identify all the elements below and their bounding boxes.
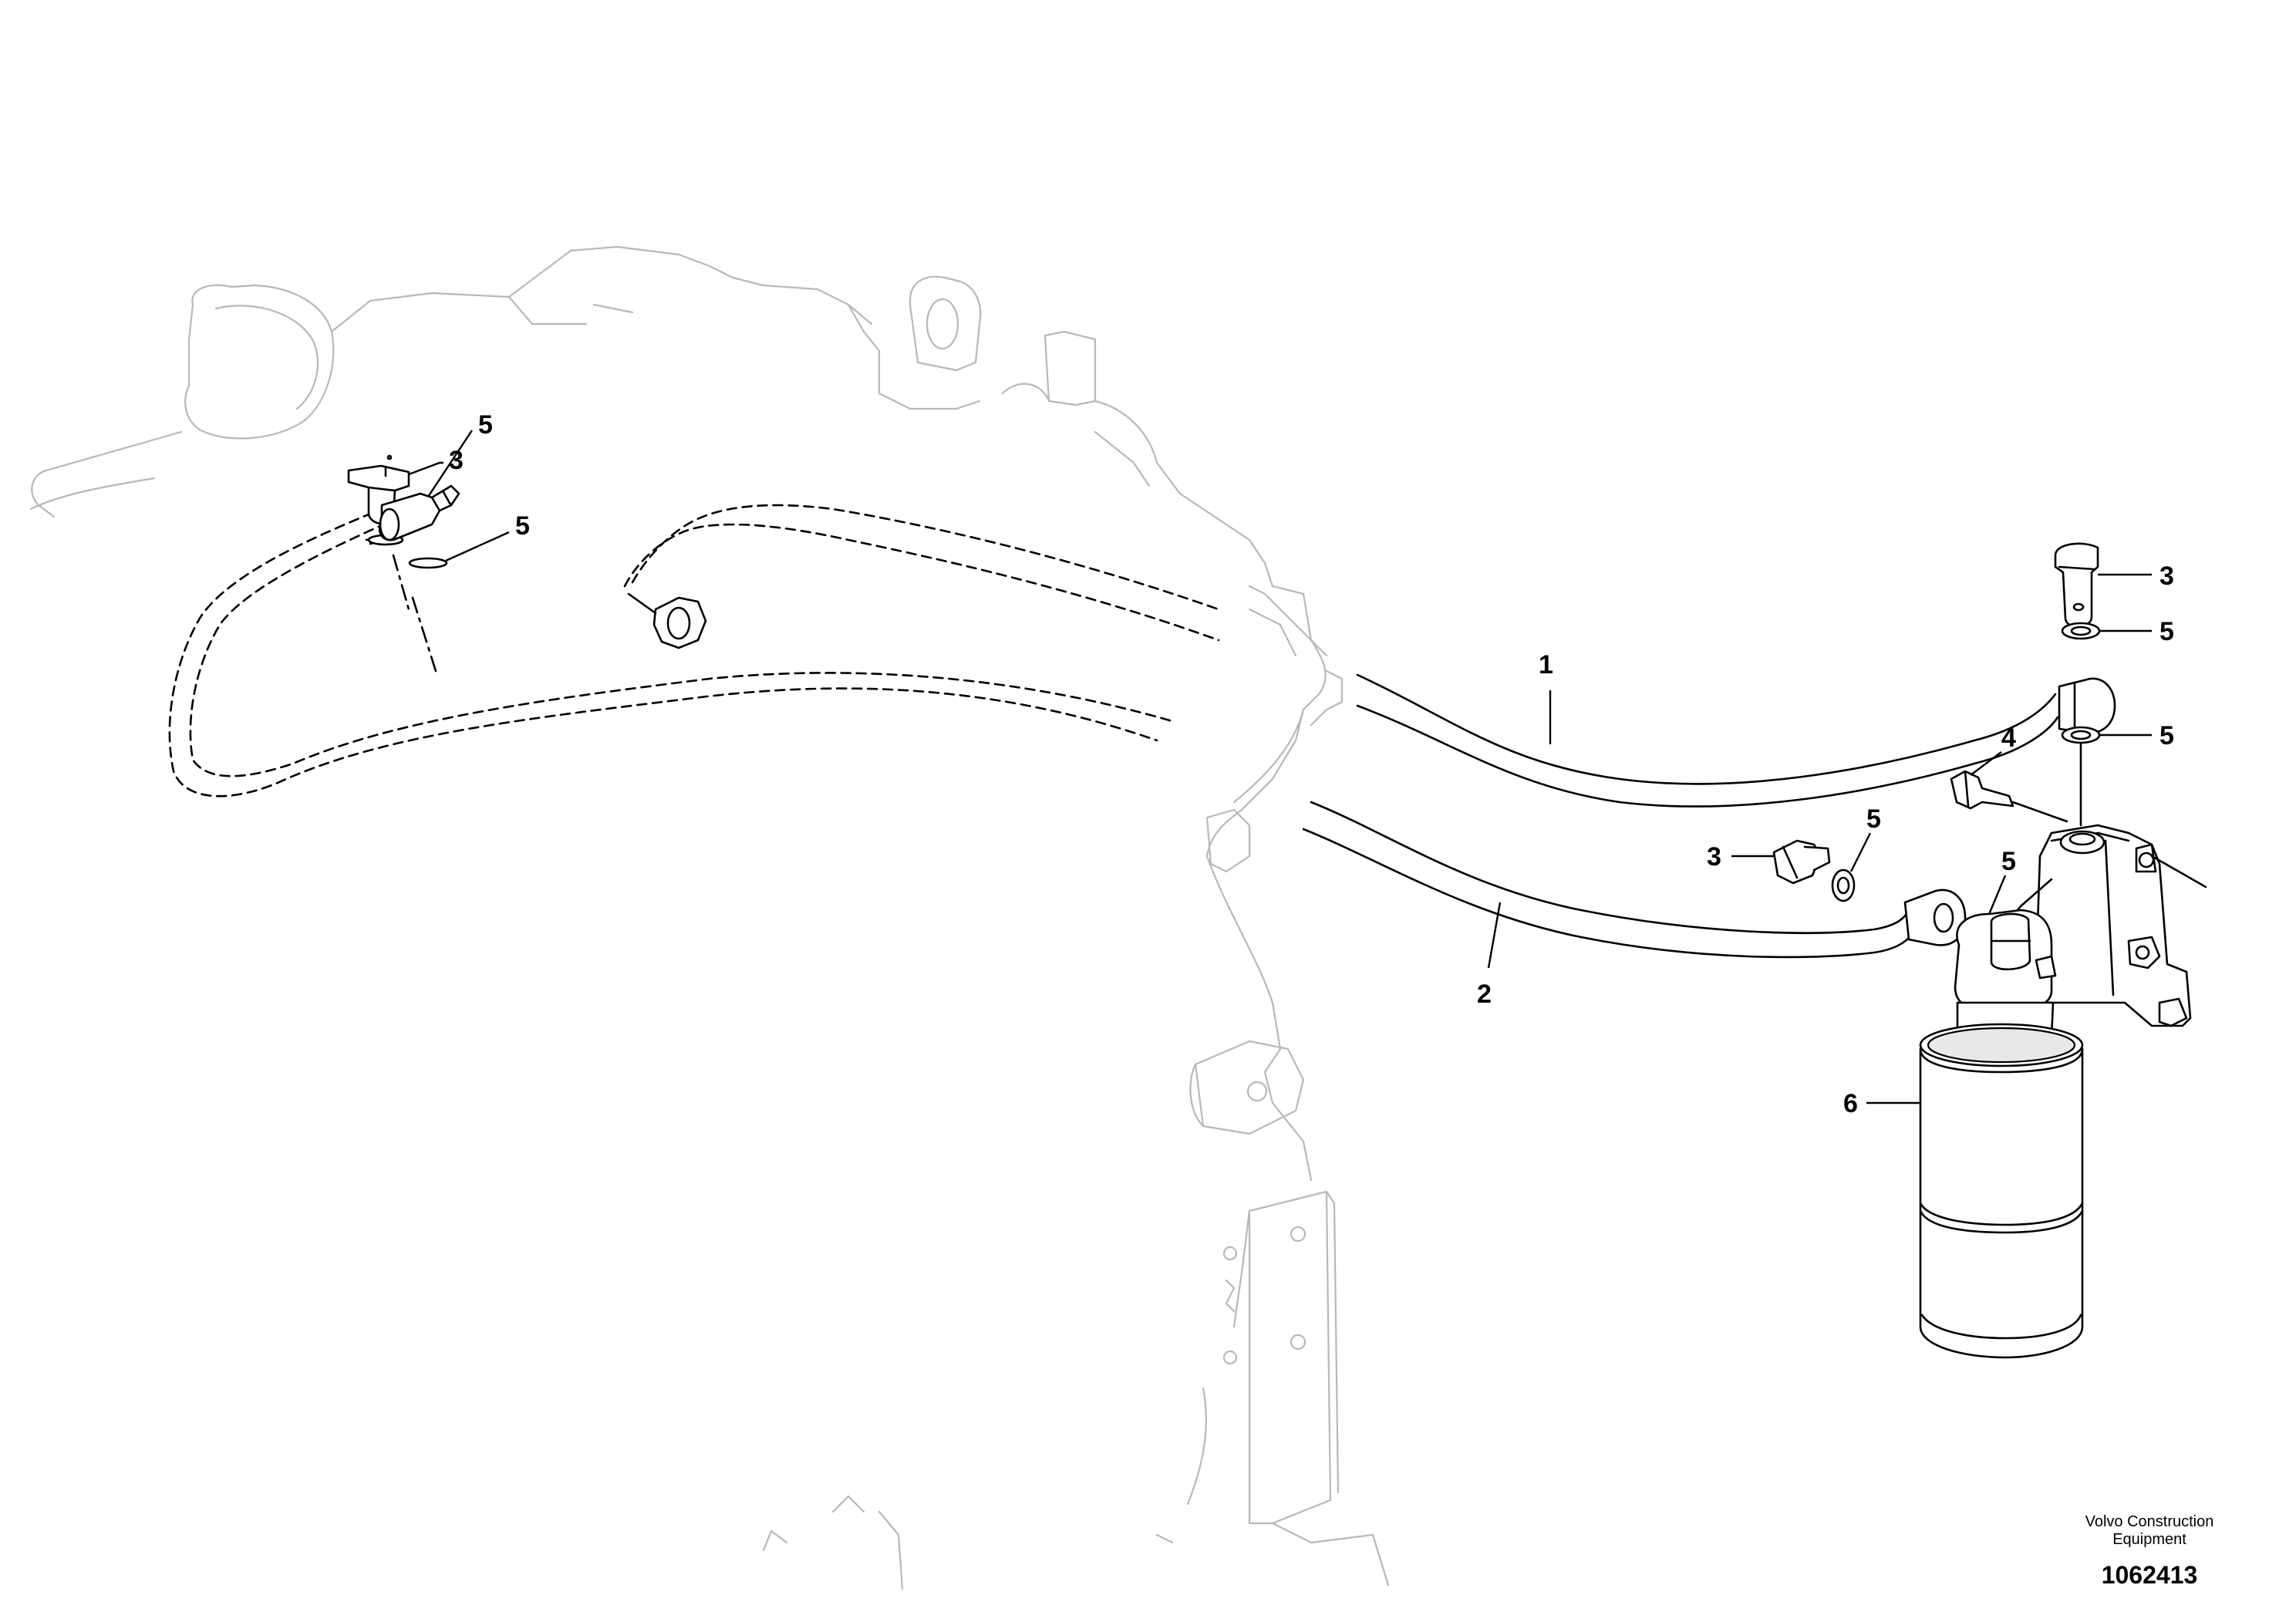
hose-2: [1302, 801, 1967, 959]
right-fittings: [1731, 542, 2152, 953]
callout-5-right-top: 5: [2159, 617, 2174, 646]
callout-3-left: 3: [449, 446, 464, 475]
brand-line-2: Equipment: [2112, 1531, 2186, 1548]
callout-4: 4: [2001, 723, 2016, 753]
filter-head-bracket: [1954, 824, 2207, 1027]
callout-5-mid-right: 5: [2001, 847, 2016, 876]
callout-5-mid: 5: [1866, 804, 1881, 834]
drawing-number: 1062413: [2101, 1561, 2198, 1589]
callout-3-right-top: 3: [2159, 561, 2174, 591]
engine-background-outline: [29, 245, 1390, 1590]
callout-2: 2: [1477, 980, 1492, 1009]
brand-line-1: Volvo Construction: [2085, 1513, 2214, 1530]
callout-6: 6: [1843, 1089, 1858, 1118]
callout-5-left-upper: 5: [478, 410, 493, 440]
callout-3-mid: 3: [1707, 842, 1721, 872]
callout-1: 1: [1539, 650, 1553, 679]
oil-filter: [1866, 1001, 2084, 1359]
callout-5-right-lower: 5: [2159, 721, 2174, 750]
hidden-hose-routing: [168, 500, 1220, 798]
leader-2: [1487, 902, 1502, 969]
brand-label: Volvo Construction Equipment: [2057, 1513, 2242, 1549]
callout-5-left-lower: 5: [515, 511, 530, 541]
left-fittings: [347, 430, 707, 673]
hose-1: [1356, 673, 2116, 808]
